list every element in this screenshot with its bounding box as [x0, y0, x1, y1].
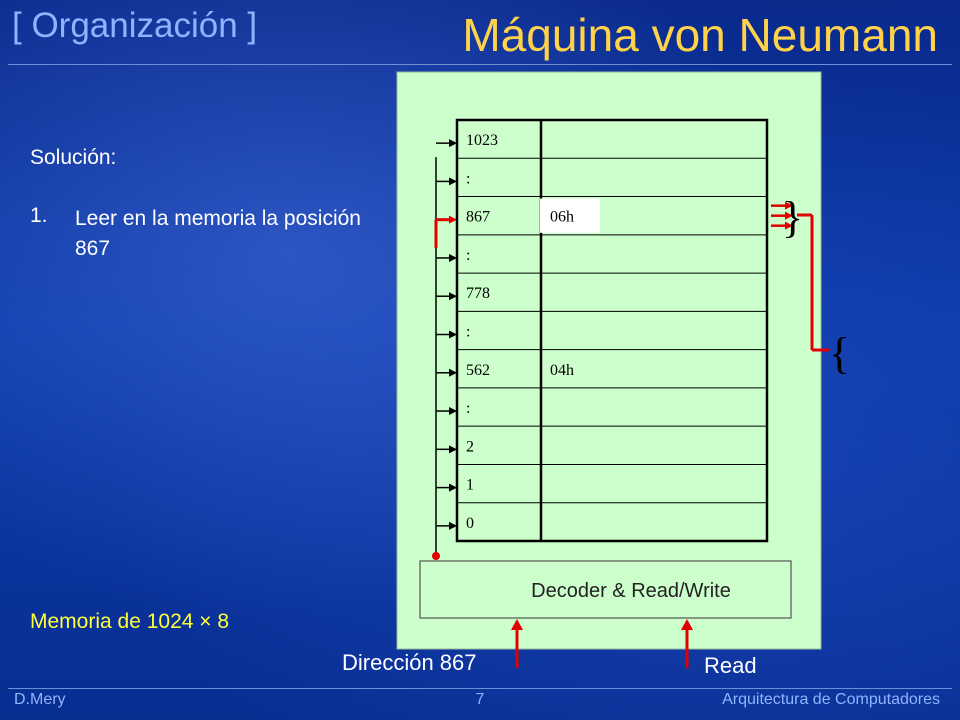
memory-address: :: [466, 400, 470, 417]
decoder-box: [419, 560, 792, 619]
highlighted-cell: [540, 198, 600, 233]
memory-rows: 1023: 867 06h: 778: 562 04h: 2 1 0: [457, 132, 767, 532]
address-line-arrowhead: [449, 483, 457, 492]
memory-address: :: [466, 247, 470, 264]
data-output-arrowhead: [785, 201, 793, 210]
address-line-arrowhead: [449, 407, 457, 416]
address-line-arrowhead: [449, 253, 457, 262]
address-line-arrowhead: [449, 177, 457, 186]
read-input-label: Read: [704, 653, 757, 678]
address-input-label: Dirección 867: [342, 650, 477, 675]
section-title: [ Organización ]: [12, 6, 258, 45]
data-output-arrows: [771, 201, 793, 230]
memory-address: 1023: [466, 132, 498, 149]
footer-course: Arquitectura de Computadores: [722, 691, 940, 708]
footer-divider: [8, 688, 952, 689]
memory-address: 778: [466, 285, 490, 302]
signal-wiring: [511, 213, 829, 668]
address-line-arrowhead: [449, 368, 457, 377]
footer-author: D.Mery: [14, 691, 66, 708]
step-text: Leer en la memoria la posición 867: [75, 207, 361, 260]
solution-label: Solución:: [30, 146, 117, 169]
address-line-arrowhead: [449, 445, 457, 454]
address-line-arrowhead: [449, 292, 457, 301]
memory-cell-value: 04h: [550, 362, 574, 379]
address-input-arrowhead: [511, 619, 523, 630]
memory-cell-value: 06h: [550, 209, 574, 226]
memory-caption: Memoria de 1024 × 8: [30, 610, 230, 633]
memory-address: 1: [466, 477, 474, 494]
memory-address: 0: [466, 515, 474, 532]
address-line-arrowhead: [449, 215, 457, 224]
memory-address: :: [466, 170, 470, 187]
data-output-arrowhead: [785, 221, 793, 230]
address-bus-node: [432, 552, 440, 560]
memory-address: 867: [466, 209, 490, 226]
address-lines: [434, 139, 457, 556]
memory-address: 2: [466, 438, 474, 455]
footer-page-number: 7: [475, 691, 485, 708]
left-brace: {: [829, 329, 850, 378]
address-line-arrowhead: [449, 521, 457, 530]
memory-array-frame: [455, 118, 769, 543]
memory-address: :: [466, 324, 470, 341]
step-number: 1.: [30, 204, 48, 227]
title-divider: [8, 64, 952, 65]
decoder-label: Decoder & Read/Write: [531, 580, 731, 602]
memory-address: 562: [466, 362, 490, 379]
data-output-arrowhead: [785, 211, 793, 220]
address-line-arrowhead: [449, 139, 457, 148]
right-brace: }: [782, 193, 803, 242]
slide-title: Máquina von Neumann: [462, 9, 938, 61]
read-input-arrowhead: [681, 619, 693, 630]
address-line-arrowhead: [449, 330, 457, 339]
diagram-panel: [396, 71, 822, 650]
